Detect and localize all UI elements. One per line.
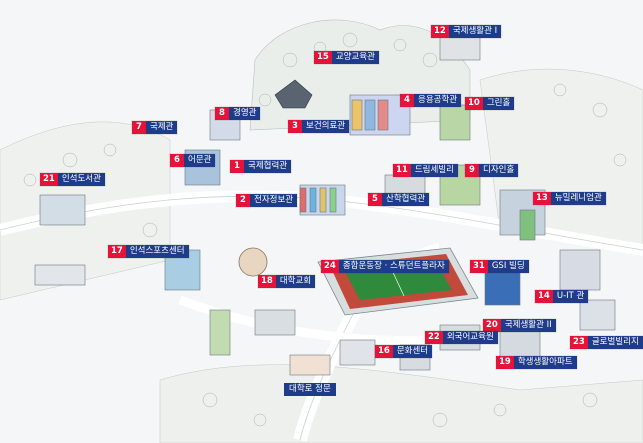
label-building-17[interactable]: 17 인석스포츠센터: [108, 245, 189, 258]
building-name: 국제생활관 II: [500, 319, 556, 332]
label-building-19[interactable]: 19 학생생활아파트: [496, 356, 577, 369]
label-building-16[interactable]: 16 문화센터: [375, 345, 433, 358]
building-number: 23: [570, 336, 588, 349]
auditorium: [274, 79, 313, 109]
building-name: 교양교육관: [331, 51, 379, 64]
label-building-18[interactable]: 18 대학교회: [258, 275, 316, 288]
label-building-14[interactable]: 14 U-IT 관: [535, 290, 589, 303]
building-number: 6: [170, 154, 184, 167]
building-number: 21: [40, 173, 58, 186]
label-building-9[interactable]: 9 디자인홀: [465, 164, 519, 177]
building-name: GSI 빌딩: [487, 260, 529, 273]
building-number: 14: [535, 290, 553, 303]
building-name: 국제협력관: [244, 160, 292, 173]
label-building-22[interactable]: 22 외국어교육원: [425, 331, 498, 344]
label-building-10[interactable]: 10 그린홀: [465, 97, 515, 110]
bottom-hill: [159, 364, 643, 443]
stadium: [317, 247, 479, 316]
building-name: 외국어교육원: [442, 331, 498, 344]
building-number: 3: [288, 120, 302, 133]
label-building-13[interactable]: 13 뉴밀레니엄관: [533, 192, 606, 205]
building-number: 10: [465, 97, 483, 110]
building-number: 18: [258, 275, 276, 288]
label-building-31[interactable]: 31 GSI 빌딩: [470, 260, 529, 273]
building-number: 4: [400, 94, 414, 107]
building-number: 15: [314, 51, 332, 64]
label-building-6[interactable]: 6 어문관: [170, 154, 216, 167]
building-name: 인석도서관: [57, 173, 105, 186]
building-number: 9: [465, 164, 479, 177]
building-name: 국제생활관 I: [448, 25, 502, 38]
building-number: 22: [425, 331, 443, 344]
building-number: 16: [375, 345, 393, 358]
building-name: 학생생활아파트: [513, 356, 577, 369]
building-number: 5: [368, 193, 382, 206]
building-name: 경영관: [229, 107, 261, 120]
label-building-7[interactable]: 7 국제관: [132, 121, 178, 134]
building-number: 7: [132, 121, 146, 134]
building-name: 뉴밀레니엄관: [550, 192, 606, 205]
building-name: 드림세빌리: [410, 164, 458, 177]
building-name: 보건의료관: [302, 120, 350, 133]
building-name: 글로벌빌리지: [587, 336, 643, 349]
building-name: 인석스포츠센터: [125, 245, 189, 258]
label-building-15[interactable]: 15 교양교육관: [314, 51, 379, 64]
building-number: 20: [483, 319, 501, 332]
label-building-11[interactable]: 11 드림세빌리: [393, 164, 458, 177]
building-name: 대학교회: [275, 275, 316, 288]
building-name: U-IT 관: [552, 290, 589, 303]
building-name: 문화센터: [392, 345, 433, 358]
building-number: 11: [393, 164, 411, 177]
label-building-23[interactable]: 23 글로벌빌리지: [570, 336, 643, 349]
building-name: 응용공학관: [414, 94, 462, 107]
church-dome: [238, 247, 268, 277]
building-number: 1: [230, 160, 244, 173]
label-building-4[interactable]: 4 응용공학관: [400, 94, 462, 107]
building-name: 국제관: [146, 121, 178, 134]
building-number: 12: [431, 25, 449, 38]
building-number: 8: [215, 107, 229, 120]
building-name: 그린홀: [482, 97, 515, 110]
building-number: 31: [470, 260, 488, 273]
building-name: 디자인홀: [479, 164, 519, 177]
label-building-5[interactable]: 5 산학협력관: [368, 193, 430, 206]
label-building-21[interactable]: 21 인석도서관: [40, 173, 105, 186]
label-main-gate[interactable]: 대학로 정문: [284, 383, 336, 396]
label-building-8[interactable]: 8 경영관: [215, 107, 261, 120]
building-number: 17: [108, 245, 126, 258]
building-name: 전자정보관: [250, 194, 298, 207]
label-building-2[interactable]: 2 전자정보관: [236, 194, 298, 207]
building-name: 산학협력관: [382, 193, 430, 206]
building-number: 2: [236, 194, 250, 207]
building-name: 어문관: [184, 154, 216, 167]
label-building-24[interactable]: 24 종합운동장 · 스튜던트플라자: [321, 260, 449, 273]
label-building-20[interactable]: 20 국제생활관 II: [483, 319, 556, 332]
building-number: 19: [496, 356, 514, 369]
building-name: 종합운동장 · 스튜던트플라자: [338, 260, 449, 273]
building-number: 13: [533, 192, 551, 205]
building-number: 24: [321, 260, 339, 273]
label-building-12[interactable]: 12 국제생활관 I: [431, 25, 502, 38]
label-building-3[interactable]: 3 보건의료관: [288, 120, 350, 133]
label-building-1[interactable]: 1 국제협력관: [230, 160, 292, 173]
